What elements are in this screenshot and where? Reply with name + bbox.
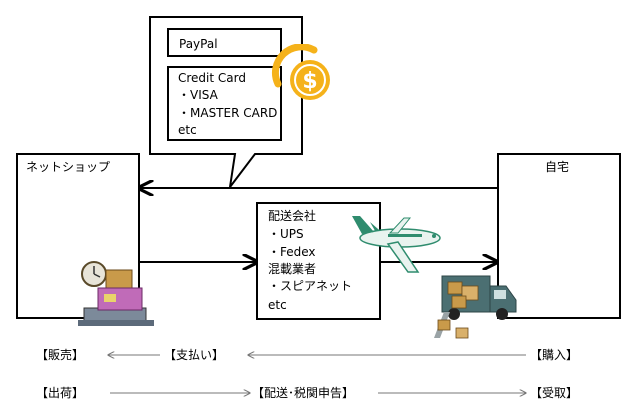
carrier-line: 配送会社 bbox=[268, 209, 317, 223]
home-label: 自宅 bbox=[545, 160, 570, 174]
home-box: 自宅 bbox=[497, 153, 621, 319]
carrier-line: ・スピアネット bbox=[268, 279, 353, 293]
carrier-line: etc bbox=[268, 298, 287, 312]
flow-label-receipt: 【受取】 bbox=[530, 386, 579, 400]
credit-card-box: Credit Card ・VISA ・MASTER CARD etc bbox=[167, 66, 282, 141]
flow-label-sales: 【販売】 bbox=[36, 348, 85, 362]
dollar-coin-icon: $ bbox=[271, 44, 330, 100]
flow-label-delivery-customs: 【配送･税関申告】 bbox=[252, 386, 355, 400]
carrier-line: 混載業者 bbox=[268, 262, 317, 276]
svg-text:$: $ bbox=[302, 69, 317, 94]
flow-label-payment: 【支払い】 bbox=[164, 348, 225, 362]
credit-card-item-master: ・MASTER CARD bbox=[178, 106, 278, 120]
delivery-truck-icon bbox=[434, 275, 517, 339]
credit-card-item-visa: ・VISA bbox=[178, 88, 218, 102]
paypal-label: PayPal bbox=[179, 37, 218, 51]
airplane-icon bbox=[352, 216, 441, 273]
credit-card-title: Credit Card bbox=[178, 71, 246, 85]
carrier-line: ・Fedex bbox=[268, 245, 316, 259]
flow-label-shipment: 【出荷】 bbox=[36, 386, 85, 400]
flow-label-purchase: 【購入】 bbox=[530, 348, 579, 362]
paypal-box: PayPal bbox=[167, 28, 282, 57]
carrier-line: ・UPS bbox=[268, 227, 304, 241]
credit-card-more: etc bbox=[178, 123, 197, 137]
net-shop-label: ネットショップ bbox=[26, 160, 111, 174]
shipping-scale-icon bbox=[78, 261, 154, 326]
